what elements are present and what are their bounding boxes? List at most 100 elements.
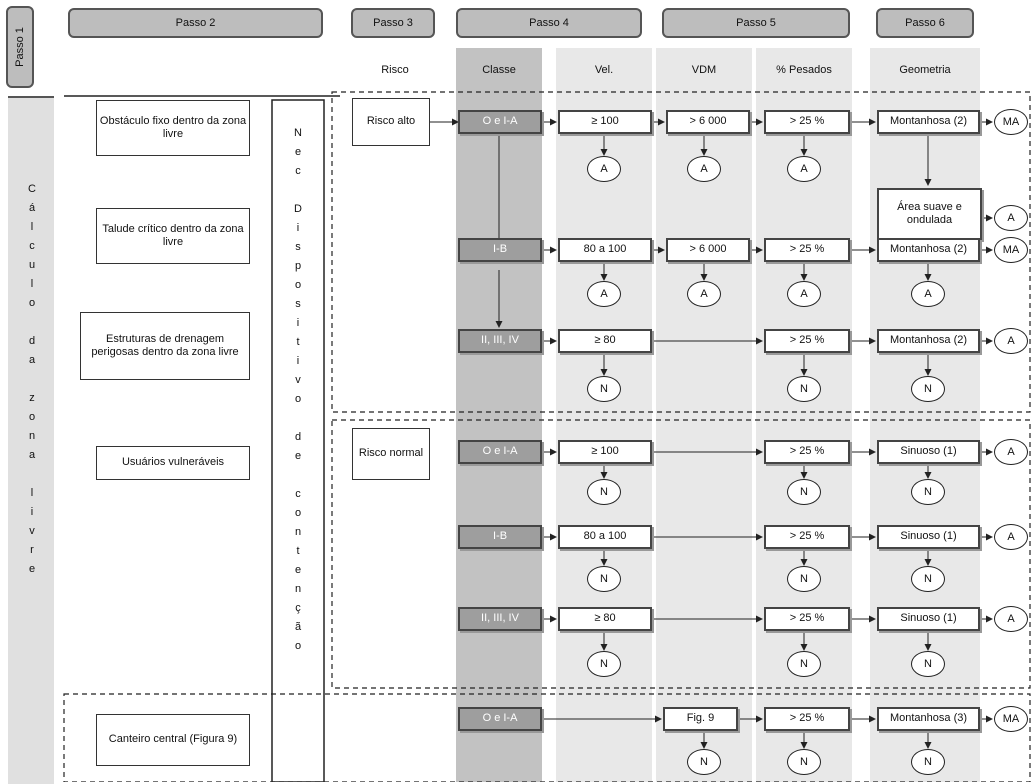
pesados-box: > 25 %: [764, 329, 850, 353]
pesados-box: > 25 %: [764, 525, 850, 549]
vel-box: ≥ 80: [558, 607, 652, 631]
header-passo-1: Passo 1: [6, 6, 34, 88]
vertical-letter: c: [295, 488, 301, 500]
vertical-letter: [30, 313, 33, 332]
outcome-circle: N: [587, 566, 621, 592]
classe-box: II, III, IV: [458, 607, 542, 631]
vertical-letter: i: [296, 317, 300, 329]
obstacle-canteiro-central: Canteiro central (Figura 9): [96, 714, 250, 766]
vertical-letter: n: [294, 526, 302, 538]
header-passo-6: Passo 6: [876, 8, 974, 38]
vertical-letter: a: [28, 354, 36, 366]
vertical-letter: r: [30, 544, 34, 556]
vertical-letter: l: [30, 487, 34, 499]
vertical-letter: e: [294, 450, 302, 462]
outcome-circle: N: [787, 479, 821, 505]
outcome-circle: N: [911, 749, 945, 775]
vertical-letter: ç: [295, 602, 301, 614]
pesados-box: > 25 %: [764, 238, 850, 262]
outcome-circle: A: [587, 156, 621, 182]
outcome-circle: N: [787, 651, 821, 677]
vel-box: ≥ 100: [558, 110, 652, 134]
vertical-letter: o: [294, 640, 302, 652]
pesados-box: > 25 %: [764, 440, 850, 464]
vertical-letter: a: [28, 449, 36, 461]
vdm-box: Fig. 9: [663, 707, 738, 731]
classe-box: O e I-A: [458, 707, 542, 731]
vertical-letter: [30, 465, 33, 484]
vertical-letter: n: [294, 583, 302, 595]
header-passo-5: Passo 5: [662, 8, 850, 38]
outcome-circle: A: [994, 328, 1028, 354]
vertical-letter: N: [294, 127, 302, 139]
vertical-letter: s: [295, 241, 301, 253]
geometria-box: Montanhosa (2): [877, 329, 980, 353]
obstacle-obstaculo-fixo: Obstáculo fixo dentro da zona livre: [96, 100, 250, 156]
header-passo-3: Passo 3: [351, 8, 435, 38]
outcome-circle: A: [994, 606, 1028, 632]
outcome-circle: N: [787, 566, 821, 592]
outcome-circle: MA: [994, 109, 1028, 135]
vertical-letter: e: [294, 146, 302, 158]
outcome-circle: A: [787, 281, 821, 307]
geometria-box: Montanhosa (2): [877, 238, 980, 262]
vertical-letter: t: [296, 545, 300, 557]
label-vdm: VDM: [691, 64, 717, 76]
geometria-box: Sinuoso (1): [877, 525, 980, 549]
vertical-letter: u: [28, 259, 36, 271]
vertical-letter: e: [28, 563, 36, 575]
vertical-letter: D: [294, 203, 302, 215]
classe-box: O e I-A: [458, 110, 542, 134]
header-passo-2: Passo 2: [68, 8, 323, 38]
vel-box: 80 a 100: [558, 525, 652, 549]
vertical-letter: [30, 370, 33, 389]
classe-box: II, III, IV: [458, 329, 542, 353]
label-vel: Vel.: [594, 64, 614, 76]
pesados-box: > 25 %: [764, 607, 850, 631]
label-classe: Classe: [482, 64, 516, 76]
outcome-circle: N: [587, 376, 621, 402]
outcome-circle: N: [587, 479, 621, 505]
classe-box: I-B: [458, 525, 542, 549]
vertical-letter: l: [30, 221, 34, 233]
vertical-letter: s: [295, 298, 301, 310]
label-risco: Risco: [381, 64, 409, 76]
outcome-circle: MA: [994, 706, 1028, 732]
vertical-letter: C: [28, 183, 36, 195]
geometria-box: Sinuoso (1): [877, 440, 980, 464]
classe-box: O e I-A: [458, 440, 542, 464]
outcome-circle: A: [994, 524, 1028, 550]
outcome-circle: N: [911, 566, 945, 592]
vertical-letter: d: [294, 431, 302, 443]
vertical-letter: i: [296, 355, 300, 367]
vertical-letter: o: [294, 393, 302, 405]
obstacle-talude-critico: Talude crítico dentro da zona livre: [96, 208, 250, 264]
vertical-letter: l: [30, 278, 34, 290]
risk-alto: Risco alto: [352, 98, 430, 146]
outcome-circle: N: [911, 376, 945, 402]
header-passo-4: Passo 4: [456, 8, 642, 38]
vdm-box: > 6 000: [666, 110, 750, 134]
vertical-letter: v: [29, 525, 35, 537]
vertical-letter: c: [29, 240, 35, 252]
risk-normal: Risco normal: [352, 428, 430, 480]
vertical-letter: [296, 181, 299, 200]
vertical-letter: o: [28, 411, 36, 423]
label-pesados: % Pesados: [776, 64, 832, 76]
geometria-box: Área suave e ondulada: [877, 188, 982, 240]
outcome-circle: N: [687, 749, 721, 775]
outcome-circle: A: [911, 281, 945, 307]
passo1-strip: [8, 96, 54, 784]
vertical-letter: c: [295, 165, 301, 177]
outcome-circle: N: [587, 651, 621, 677]
vertical-letter: i: [30, 506, 34, 518]
obstacle-estruturas-drenagem: Estruturas de drenagem perigosas dentro …: [80, 312, 250, 380]
vertical-letter: o: [28, 297, 36, 309]
vertical-letter: d: [28, 335, 36, 347]
geometria-box: Montanhosa (2): [877, 110, 980, 134]
vel-box: ≥ 100: [558, 440, 652, 464]
pesados-box: > 25 %: [764, 110, 850, 134]
geometria-box: Sinuoso (1): [877, 607, 980, 631]
